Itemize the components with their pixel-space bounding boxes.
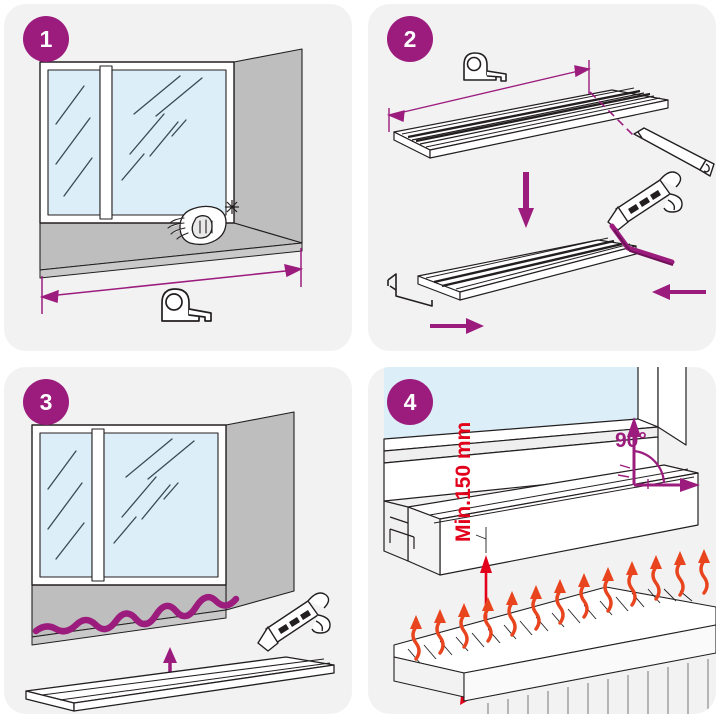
sill-board-upper [393,89,669,159]
adhesive-zigzag-bead [32,593,240,635]
panel-3-artwork [25,411,335,712]
panel-4-artwork [383,367,716,714]
slide-arrow-right [430,318,484,334]
panel-step-3: 3 [4,367,352,714]
width-dimension-arrow [39,248,304,314]
radiator-fins [487,659,709,714]
sill-board [25,656,335,712]
caulking-gun-icon [257,592,331,652]
angle-indicator [627,417,700,492]
step-badge-2: 2 [387,16,433,62]
panel-step-2: 2 [368,4,716,351]
radiator [393,586,716,702]
clearance-label: Min.150 mm [452,421,475,542]
length-dimension-arrow [386,60,592,132]
caulking-gun-icon [607,171,683,231]
cut-line [589,91,637,139]
heat-flow-arrows [410,549,710,661]
step-badge-4: 4 [387,379,433,425]
tape-measure-icon [161,288,212,322]
step-badge-3: 3 [23,379,69,425]
panel-2-artwork [386,52,715,334]
angle-label: 90° [615,429,647,452]
handsaw-icon [633,127,715,177]
cleaning-hand-icon [167,205,227,246]
panel-1-artwork [39,48,304,322]
board-groove-lines [401,87,661,148]
end-cap-left [387,273,433,307]
panel-step-1: 1 [4,4,352,351]
down-arrow [518,172,534,228]
panel-step-4: 4 90° Min.150 mm [368,367,716,714]
sparkle-icon [225,200,239,214]
slide-arrow-left [652,284,706,300]
step-badge-1: 1 [23,16,69,62]
tape-measure-icon [463,52,507,82]
